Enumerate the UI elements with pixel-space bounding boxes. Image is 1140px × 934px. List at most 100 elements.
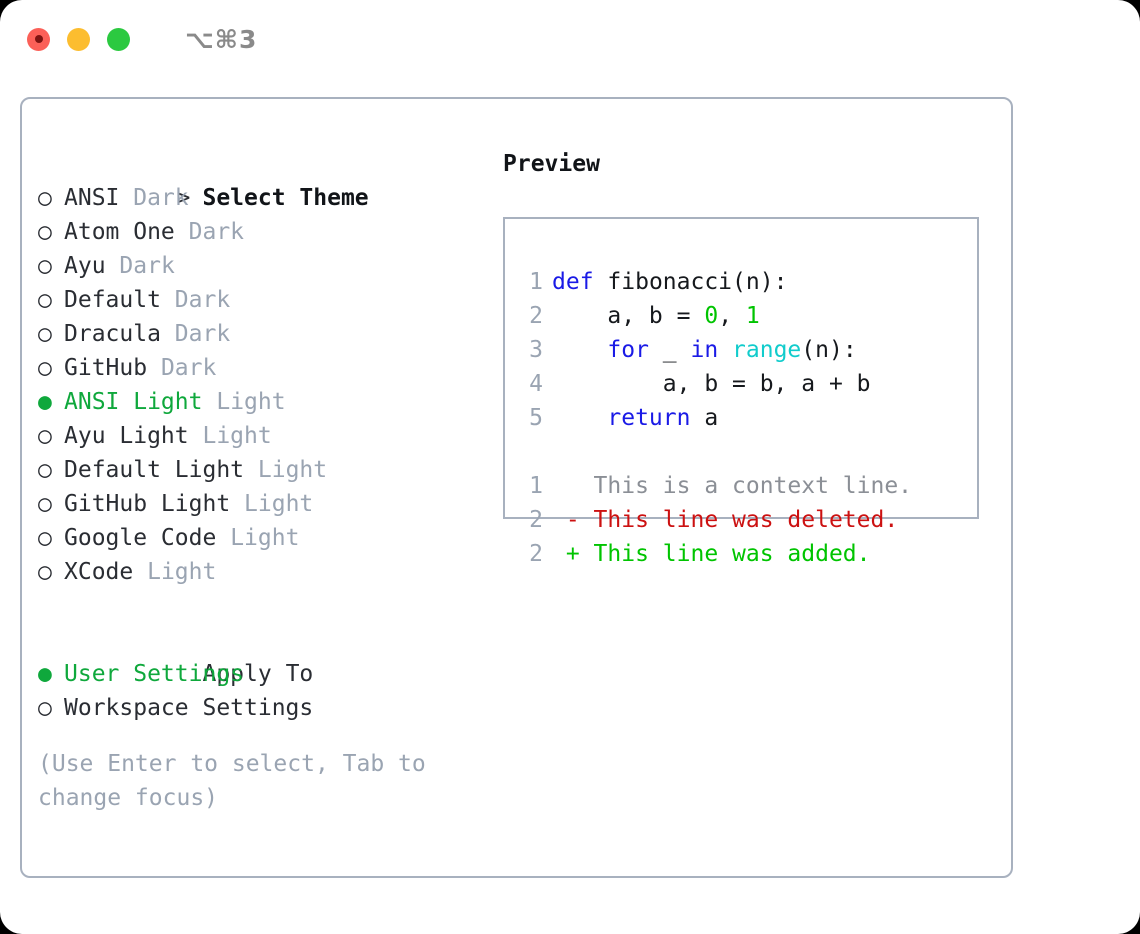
radio-unselected-icon[interactable]: ○ (38, 287, 52, 313)
code-line-number: 5 (529, 405, 543, 431)
code-indent (552, 337, 607, 363)
theme-variant-label: Dark (133, 185, 189, 211)
code-line: 4 a, b = b, a + b (521, 367, 912, 401)
theme-name-label: ANSI (64, 185, 120, 211)
code-token: fibonacci(n): (607, 269, 788, 295)
code-indent (552, 303, 607, 329)
gutter-gap (543, 367, 552, 401)
keyboard-shortcut-label: ⌥⌘3 (185, 24, 258, 54)
theme-variant-label: Light (230, 525, 300, 551)
code-token: def (552, 269, 594, 295)
code-token: for (607, 337, 649, 363)
close-window-icon[interactable] (27, 27, 50, 51)
radio-unselected-icon[interactable]: ○ (38, 185, 52, 211)
apply-to-option[interactable]: ● User Settings (38, 657, 478, 691)
theme-variant-label: Light (244, 491, 314, 517)
theme-variant-label: Dark (119, 253, 175, 279)
gutter-gap (543, 265, 552, 299)
code-indent (552, 371, 663, 397)
main-panel: >Select Theme ○ANSI Dark○Atom One Dark○A… (20, 97, 1013, 878)
code-line-number: 1 (529, 269, 543, 295)
theme-variant-label: Dark (174, 287, 231, 313)
code-token: , (718, 303, 746, 329)
gutter-gap (543, 469, 552, 503)
theme-list-item[interactable]: ○Ayu Dark (38, 249, 478, 283)
radio-unselected-icon[interactable]: ○ (38, 321, 52, 347)
code-line-number: 2 (529, 303, 543, 329)
theme-list-item[interactable]: ○Ayu Light Light (38, 419, 478, 453)
radio-unselected-icon[interactable]: ○ (38, 355, 52, 381)
diff-line: 2 - This line was deleted. (521, 503, 912, 537)
apply-to-heading-label: Apply To (202, 661, 314, 687)
theme-list-item[interactable]: ○ ANSI Dark (38, 181, 478, 215)
theme-list-item[interactable]: ○ Default Light Light (38, 453, 478, 487)
theme-variant-label: Dark (188, 219, 245, 245)
radio-unselected-icon[interactable]: ○ (38, 491, 52, 517)
code-token: a, b = b, a + b (662, 371, 871, 397)
section-spacer (38, 589, 478, 623)
diff-text: This line was added. (593, 541, 871, 567)
radio-selected-icon[interactable]: ● (38, 661, 52, 687)
diff-line-number: 2 (529, 507, 543, 533)
theme-name-label: Default Light (64, 457, 245, 483)
radio-unselected-icon[interactable]: ○ (38, 525, 52, 551)
theme-list-item[interactable]: ●ANSI Light Light (38, 385, 478, 419)
code-token (718, 337, 732, 363)
diff-sign: - (552, 507, 594, 533)
theme-list-item[interactable]: ○ Default Dark (38, 283, 478, 317)
theme-name-label: Default (64, 287, 161, 313)
diff-line-number: 1 (529, 473, 543, 499)
apply-to-list: ● User Settings ○Workspace Settings (38, 657, 478, 725)
radio-selected-icon[interactable]: ● (38, 389, 52, 415)
theme-list-item[interactable]: ○GitHub Dark (38, 351, 478, 385)
diff-sign: + (552, 541, 594, 567)
radio-unselected-icon[interactable]: ○ (38, 559, 52, 585)
maximize-window-icon[interactable] (107, 27, 130, 51)
minimize-window-icon[interactable] (67, 27, 90, 51)
diff-text: This is a context line. (593, 473, 913, 499)
radio-unselected-icon[interactable]: ○ (38, 695, 52, 721)
theme-list-item[interactable]: ○Google Code Light (38, 521, 478, 555)
radio-unselected-icon[interactable]: ○ (38, 457, 52, 483)
theme-list-item[interactable]: ○Dracula Dark (38, 317, 478, 351)
theme-list-item[interactable]: ○ Atom One Dark (38, 215, 478, 249)
theme-picker-column: >Select Theme ○ANSI Dark○Atom One Dark○A… (38, 147, 478, 815)
theme-name-label: Atom One (64, 219, 175, 245)
prompt-caret-icon: > (176, 185, 191, 211)
theme-name-label: Ayu Light (64, 423, 189, 449)
code-token: a, b = (607, 303, 705, 329)
theme-variant-label: Light (147, 559, 217, 585)
radio-unselected-icon[interactable]: ○ (38, 219, 52, 245)
theme-variant-label: Dark (174, 321, 231, 347)
gutter-gap (543, 333, 552, 367)
keyboard-hint-text: (Use Enter to select, Tab to change focu… (38, 751, 426, 811)
theme-name-label: GitHub (64, 355, 148, 381)
code-token: (n): (801, 337, 857, 363)
theme-list-item[interactable]: ○GitHub Light Light (38, 487, 478, 521)
radio-unselected-icon[interactable]: ○ (38, 253, 52, 279)
diff-line: 1 This is a context line. (521, 469, 912, 503)
code-line-number: 3 (529, 337, 543, 363)
code-line-number: 4 (529, 371, 543, 397)
code-token: 0 (704, 303, 719, 329)
select-theme-heading: >Select Theme (38, 147, 478, 211)
theme-list: ○ANSI Dark○Atom One Dark○Ayu Dark○Defaul… (38, 181, 478, 589)
code-line: 2 a, b = 0, 1 (521, 299, 912, 333)
code-line: 5 return a (521, 401, 912, 435)
code-token: return (607, 405, 691, 431)
code-line: 3 for _ in range(n): (521, 333, 912, 367)
window-titlebar: ⌥⌘3 (0, 0, 1140, 78)
theme-list-item[interactable]: ○XCode Light (38, 555, 478, 589)
code-token (594, 269, 608, 295)
radio-unselected-icon[interactable]: ○ (38, 423, 52, 449)
code-token: _ (648, 337, 691, 363)
apply-to-option[interactable]: ○Workspace Settings (38, 691, 478, 725)
apply-to-option-label: User Settings (64, 661, 245, 687)
code-blank-line (521, 435, 912, 469)
theme-variant-label: Light (257, 457, 328, 483)
gutter-gap (543, 401, 552, 435)
gutter-gap (543, 537, 552, 571)
diff-text: This line was deleted. (593, 507, 899, 533)
